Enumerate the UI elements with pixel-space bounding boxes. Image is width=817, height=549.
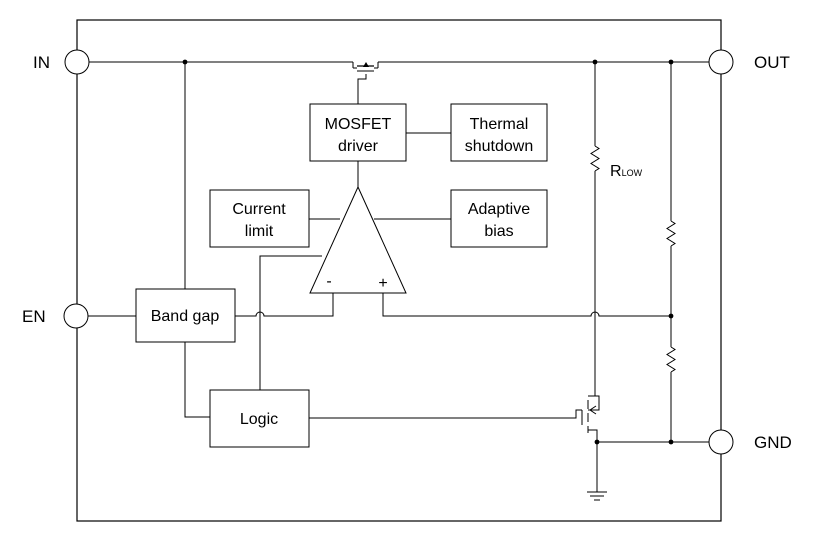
rlow-label-sub: LOW	[622, 168, 643, 178]
rlow-label-main: R	[610, 163, 622, 180]
pin-out: OUT	[708, 49, 790, 75]
amplifier-plus-label: +	[378, 275, 387, 292]
current-limit-label-line1: Current	[232, 201, 286, 218]
mosfet-driver-block: MOSFET driver	[309, 103, 407, 162]
thermal-shutdown-label-line2: shutdown	[465, 138, 534, 155]
band-gap-label: Band gap	[151, 308, 220, 325]
current-limit-label-line2: limit	[245, 223, 274, 240]
thermal-shutdown-block: Thermal shutdown	[450, 103, 548, 162]
pass-mosfet-symbol	[352, 62, 379, 72]
adaptive-bias-block: Adaptive bias	[450, 189, 548, 248]
adaptive-bias-label-line2: bias	[484, 223, 513, 240]
wiring	[88, 61, 709, 492]
mosfet-driver-label-line1: MOSFET	[325, 116, 392, 133]
pin-out-label: OUT	[754, 53, 790, 72]
band-gap-block: Band gap	[135, 288, 236, 343]
rlow-label: RLOW	[610, 163, 643, 180]
pin-gnd: GND	[708, 429, 792, 455]
logic-label: Logic	[240, 411, 278, 428]
logic-block: Logic	[209, 389, 310, 448]
thermal-shutdown-label-line1: Thermal	[470, 116, 529, 133]
current-limit-block: Current limit	[209, 189, 310, 248]
adaptive-bias-label-line1: Adaptive	[468, 201, 530, 218]
pin-en-label: EN	[22, 307, 46, 326]
pin-in: IN	[33, 49, 90, 75]
pin-in-label: IN	[33, 53, 50, 72]
pin-gnd-label: GND	[754, 433, 792, 452]
pin-en: EN	[22, 303, 89, 329]
error-amplifier: - +	[309, 185, 407, 294]
chip-outline	[76, 19, 722, 522]
ground-symbol	[587, 491, 607, 501]
amplifier-minus-label: -	[326, 273, 331, 290]
mosfet-driver-label-line2: driver	[338, 138, 379, 155]
junction-dots	[182, 59, 674, 445]
